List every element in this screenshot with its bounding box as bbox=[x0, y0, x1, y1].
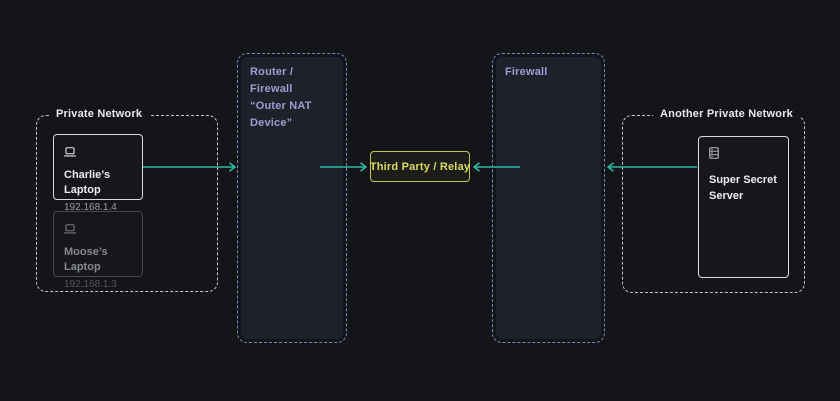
outer-nat-label: Router / Firewall “Outer NAT Device” bbox=[250, 64, 338, 132]
outer-nat-box: Router / Firewall “Outer NAT Device” bbox=[237, 53, 347, 343]
another-private-network-label: Another Private Network bbox=[653, 108, 800, 120]
arrow-router-to-relay bbox=[320, 160, 368, 174]
device-name: Charlie’s Laptop bbox=[64, 169, 111, 196]
device-ip: 192.168.1.4 bbox=[64, 202, 117, 213]
device-charlies-laptop: Charlie’s Laptop 192.168.1.4 bbox=[53, 134, 143, 213]
relay-box: Third Party / Relay bbox=[370, 151, 470, 182]
firewall-title: Firewall bbox=[505, 66, 548, 78]
server-icon bbox=[709, 146, 778, 164]
relay-label: Third Party / Relay bbox=[369, 160, 471, 173]
private-network-group: Private Network Charlie’s Laptop 192.168… bbox=[36, 108, 218, 292]
laptop-icon bbox=[63, 221, 132, 239]
outer-nat-subtitle: “Outer NAT Device” bbox=[250, 100, 312, 129]
outer-nat-fill bbox=[241, 57, 343, 339]
firewall-label: Firewall bbox=[505, 64, 596, 81]
device-name: Moose’s Laptop bbox=[64, 246, 108, 273]
device-super-secret-server: Super Secret Server bbox=[698, 136, 789, 278]
firewall-fill bbox=[496, 57, 601, 339]
another-private-network-group: Another Private Network Super Secret Ser… bbox=[622, 108, 805, 293]
private-network-label: Private Network bbox=[49, 108, 150, 120]
firewall-box: Firewall bbox=[492, 53, 605, 343]
arrow-firewall-to-relay bbox=[473, 160, 520, 174]
device-name: Super Secret Server bbox=[709, 174, 777, 202]
outer-nat-title: Router / Firewall bbox=[250, 66, 294, 95]
device-mooses-laptop: Moose’s Laptop 192.168.1.3 bbox=[53, 211, 143, 290]
laptop-icon bbox=[63, 144, 132, 162]
arrow-charlie-to-router bbox=[143, 160, 237, 174]
device-ip: 192.168.1.3 bbox=[64, 279, 117, 290]
arrow-server-to-firewall bbox=[607, 160, 697, 174]
